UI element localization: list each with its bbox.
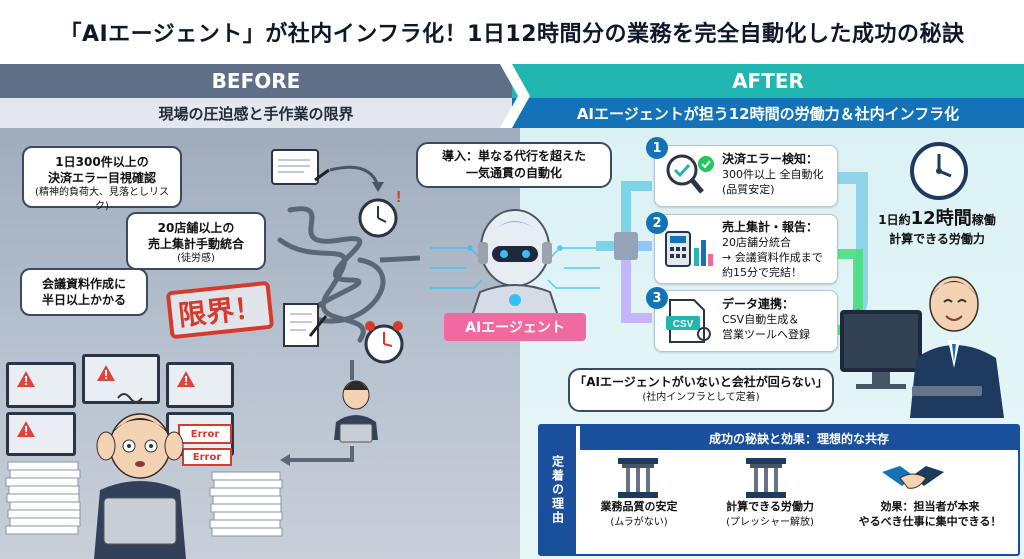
operation-suffix: 稼働 [971,213,996,227]
operation-line2: 計算できる労働力 [889,232,985,247]
operation-prefix: 1日約 [878,213,911,227]
stressed-worker-illustration [5,393,283,559]
csv-label: CSV [673,319,694,330]
clock-icon [910,142,968,200]
monitor-wall: Error Error [6,352,236,502]
calculator-chart-icon [665,231,713,267]
benefit-quality: 業務品質の安定 (ムラがない) [584,500,694,530]
warning-icon [177,371,195,387]
bubble-error-check: 1日300件以上の 決済エラー目視確認 (精神的負荷大、見落としリスク) [22,146,182,212]
step-number: 2 [646,212,668,234]
svg-text:!: ! [396,189,401,206]
benefit-line: 計算できる労働力 [726,500,814,513]
step-line: 約15分で完結！ [722,265,802,279]
warning-icon [97,365,115,381]
operation-hours: 1日約12時間稼働 計算できる労働力 [862,207,1012,247]
benefit-note: (ムラがない) [610,516,668,528]
intro-bubble: 導入：単なる代行を超えた 一気通貫の自動化 [416,142,612,188]
bubble-line: 会議資料作成に [41,277,126,291]
after-subheading: AIエージェントが担う12時間の労働力＆社内インフラ化 [512,98,1024,128]
before-heading: BEFORE [0,64,512,98]
step-text-2: 売上集計・報告： 20店舗分統合 → 会議資料作成まで 約15分で完結！ [722,219,836,280]
bubble-line: 決済エラー目視確認 [47,171,156,186]
page-title: 「AIエージェント」が社内インフラ化！1日12時間分の業務を完全自動化した成功の… [59,22,965,47]
tangled-process-illustration: ! [271,149,420,466]
benefit-line: やるべき仕事に集中できる！ [858,514,1002,528]
ai-robot-illustration [430,209,600,317]
step-number: 1 [646,137,668,159]
bubble-line: 1日300件以上の [55,155,149,169]
pillar-icon [746,458,786,498]
step-text-1: 決済エラー検知： 300件以上 全自動化 (品質安定) [722,151,834,198]
benefit-line: 効果：担当者が本来 [880,500,980,513]
step-line: 営業ツールへ登録 [722,327,810,341]
warning-icon [17,421,35,437]
chevron-divider-icon [500,64,530,128]
operation-hours-value: 12時間 [910,208,972,229]
step-line: 20店舗分統合 [722,235,791,249]
intro-line: 導入：単なる代行を超えた [441,149,586,163]
step-text-3: データ連携： CSV自動生成＆ 営業ツールへ登録 [722,296,834,343]
step-line: (品質安定) [722,182,775,196]
bubble-line: 売上集計手動統合 [147,237,244,252]
statement-quote: 「AIエージェントがいないと会社が回らない」 [574,375,828,389]
statement-note: (社内インフラとして定着) [642,391,760,403]
success-vertical-label: 定着の理由 [540,426,576,554]
magnifier-check-icon [666,154,714,194]
step-title: 売上集計・報告： [722,220,819,234]
step-line: → 会議資料作成まで [722,250,823,264]
benefit-labor: 計算できる労働力 (プレッシャー解放) [710,500,830,530]
happy-worker-illustration [840,276,1004,418]
intro-line: 一気通貫の自動化 [465,166,562,181]
success-heading: 成功の秘訣と効果：理想的な共存 [580,426,1018,450]
step-number: 3 [646,287,668,309]
bubble-line: 半日以上かかる [41,293,126,308]
statement-bubble: 「AIエージェントがいないと会社が回らない」 (社内インフラとして定着) [568,368,834,412]
step-title: データ連携： [722,297,795,311]
bubble-note: (精神的負荷大、見落としリスク) [35,187,169,212]
csv-file-icon: CSV [666,299,711,343]
bubble-note: (徒労感) [177,253,215,265]
bubble-meeting-docs: 会議資料作成に 半日以上かかる [20,268,148,316]
pillar-icon [618,458,658,498]
error-label: Error [182,448,232,466]
benefit-note: (プレッシャー解放) [726,516,814,528]
step-line: CSV自動生成＆ [722,312,800,326]
after-heading: AFTER [512,64,1024,98]
ai-agent-label: AIエージェント [444,313,586,341]
benefit-focus: 効果：担当者が本来 やるべき仕事に集中できる！ [846,500,1014,530]
benefit-line: 業務品質の安定 [600,500,678,513]
bubble-line: 20店舗以上の [157,221,235,235]
bubble-sales-aggregation: 20店舗以上の 売上集計手動統合 (徒労感) [126,212,266,270]
step-title: 決済エラー検知： [722,152,819,166]
step-line: 300件以上 全自動化 [722,167,824,181]
before-subheading: 現場の圧迫感と手作業の限界 [0,98,512,128]
warning-icon [17,371,35,387]
handshake-icon [882,466,944,489]
